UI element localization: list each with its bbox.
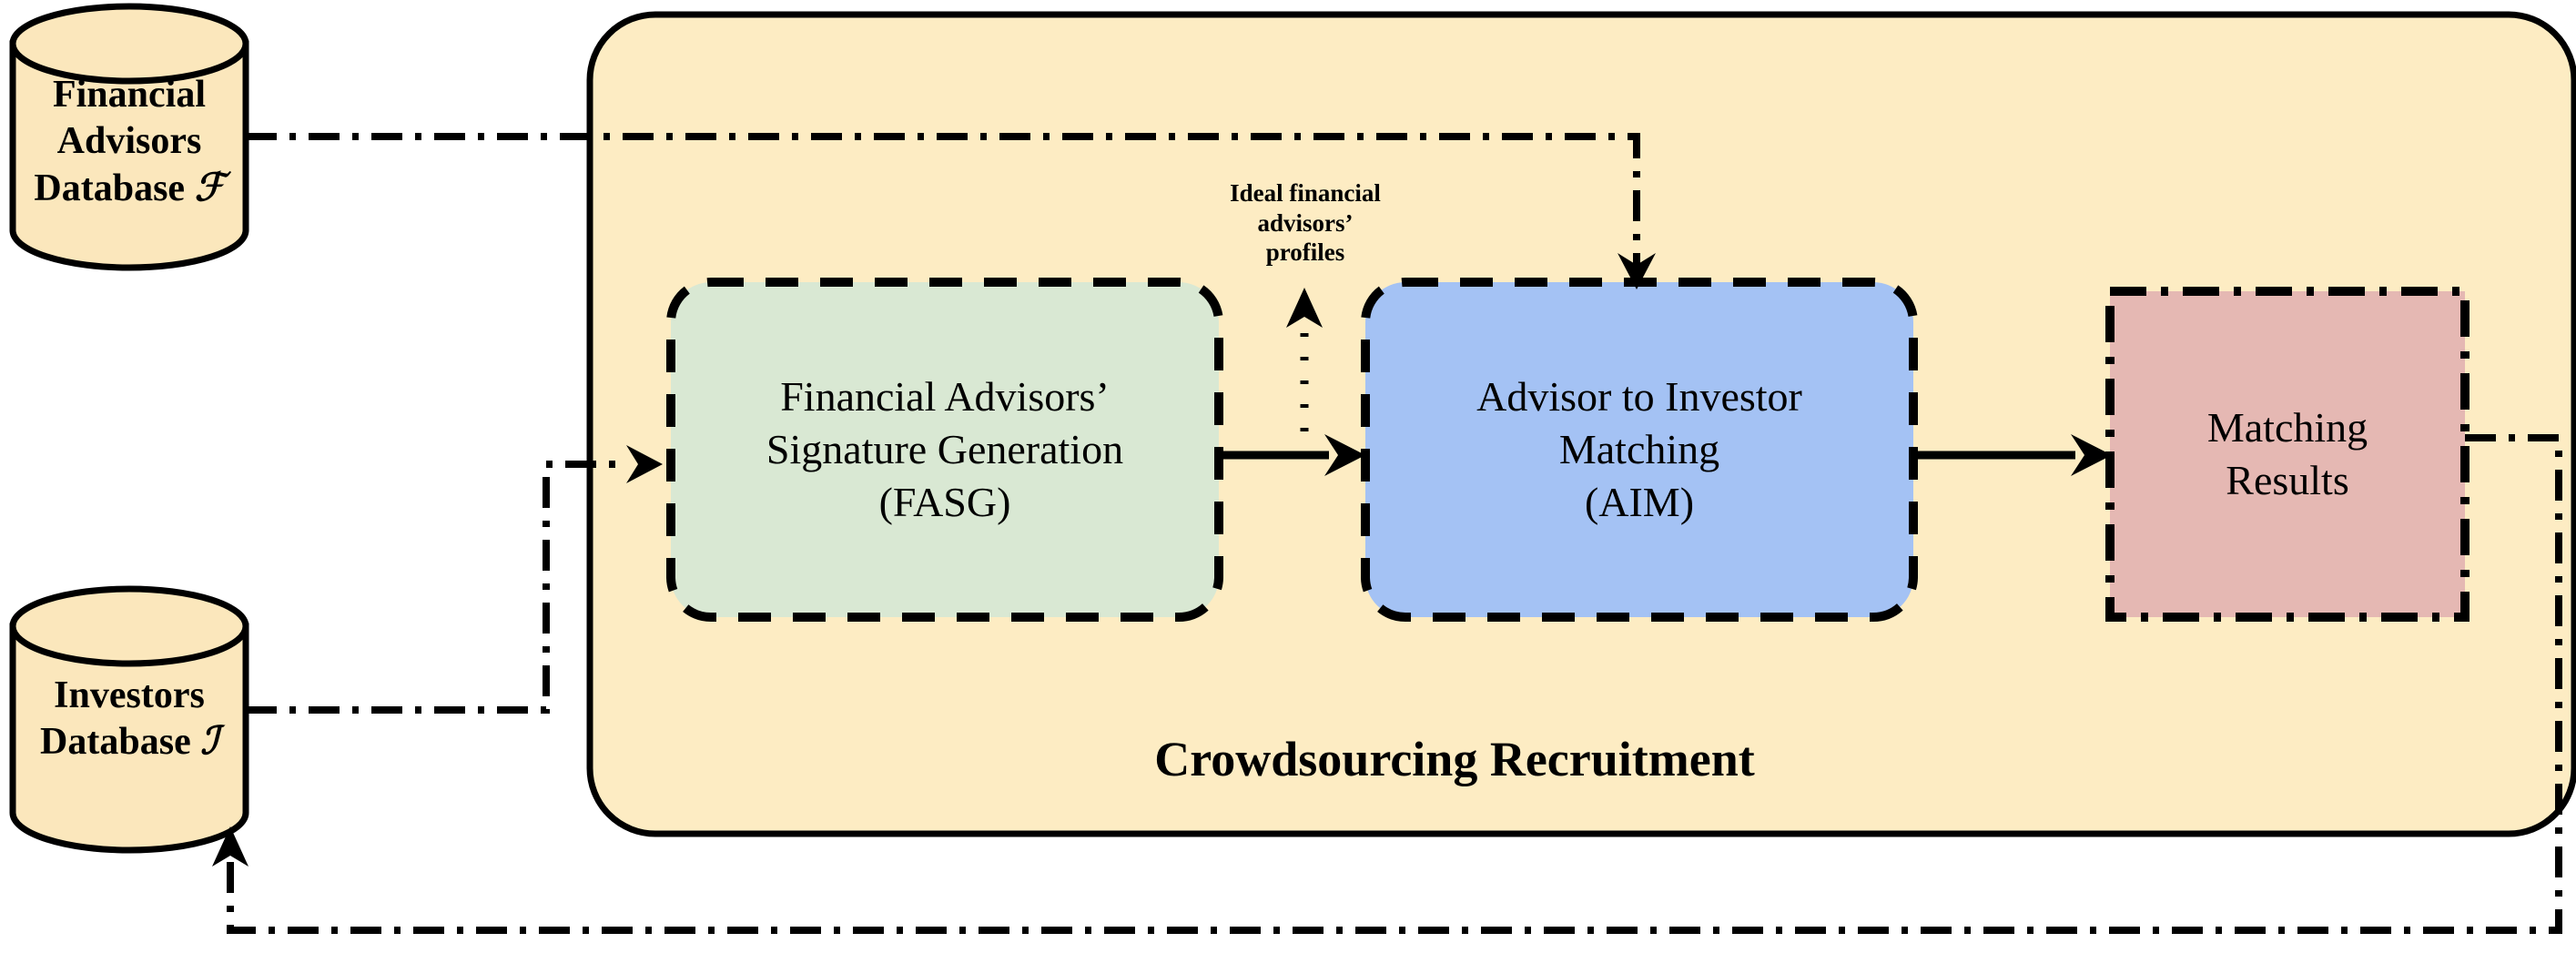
arrowhead-ideal-profiles: [1286, 288, 1323, 328]
investors-database-shape: [9, 585, 249, 854]
arrowhead-fa-db-to-aim: [1618, 253, 1656, 289]
arrowhead-aim-to-matching-results: [2071, 434, 2112, 476]
aim-box: [1361, 278, 1918, 622]
arrowhead-fasg-to-aim: [1324, 434, 1365, 476]
matching-results-box: [2105, 287, 2470, 622]
financial-advisors-database-shape: [9, 3, 249, 271]
fasg-box: [666, 278, 1223, 622]
connection-investors-db-to-fasg: [246, 461, 628, 714]
connection-fa-db-to-aim: [246, 133, 1640, 269]
connection-matching-results-to-investors-db: [227, 434, 2562, 934]
arrowhead-matching-results-to-investors-db: [212, 826, 248, 867]
arrowhead-investors-db-to-fasg: [626, 445, 663, 483]
